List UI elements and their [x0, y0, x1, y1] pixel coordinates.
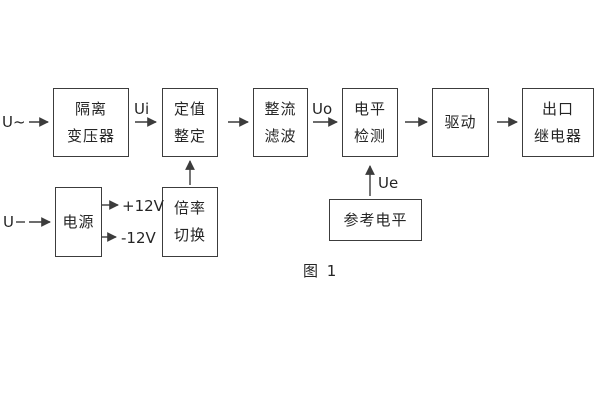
block-label: 倍率 — [173, 199, 206, 217]
block-label: 参考电平 — [343, 210, 408, 229]
label-ui: Ui — [134, 100, 150, 118]
block-label: 整流 — [264, 99, 297, 118]
block-level-detect: 电平 检测 — [342, 88, 398, 157]
block-drive: 驱动 — [432, 88, 489, 157]
block-label: 继电器 — [533, 126, 582, 145]
block-output-relay: 出口 继电器 — [522, 88, 594, 157]
figure-caption: 图 1 — [303, 262, 339, 280]
block-label: 电源 — [62, 212, 95, 231]
label-ue: Ue — [378, 174, 399, 192]
block-label: 电平 — [353, 99, 386, 118]
block-label: 滤波 — [264, 126, 297, 145]
label-dc-input: U — [3, 213, 14, 231]
block-power-supply: 电源 — [55, 187, 102, 257]
block-label: 驱动 — [444, 113, 477, 131]
block-label: 定值 — [173, 99, 206, 118]
block-rate-switch: 倍率 切换 — [162, 187, 218, 257]
label-minus-12v: -12V — [121, 229, 156, 247]
block-label: 隔离 — [74, 99, 107, 118]
label-uo: Uo — [312, 100, 333, 118]
block-isolation-transformer: 隔离 变压器 — [53, 88, 129, 157]
block-label: 切换 — [173, 226, 206, 244]
block-rectify-filter: 整流 滤波 — [253, 88, 308, 157]
block-value-setting: 定值 整定 — [162, 88, 218, 157]
block-label: 整定 — [173, 126, 206, 145]
block-label: 出口 — [541, 99, 574, 118]
block-label: 变压器 — [66, 126, 115, 145]
label-plus-12v: +12V — [122, 197, 164, 215]
label-ac-input: U~ — [2, 113, 26, 131]
block-label: 检测 — [353, 126, 386, 145]
block-reference-level: 参考电平 — [329, 199, 422, 241]
